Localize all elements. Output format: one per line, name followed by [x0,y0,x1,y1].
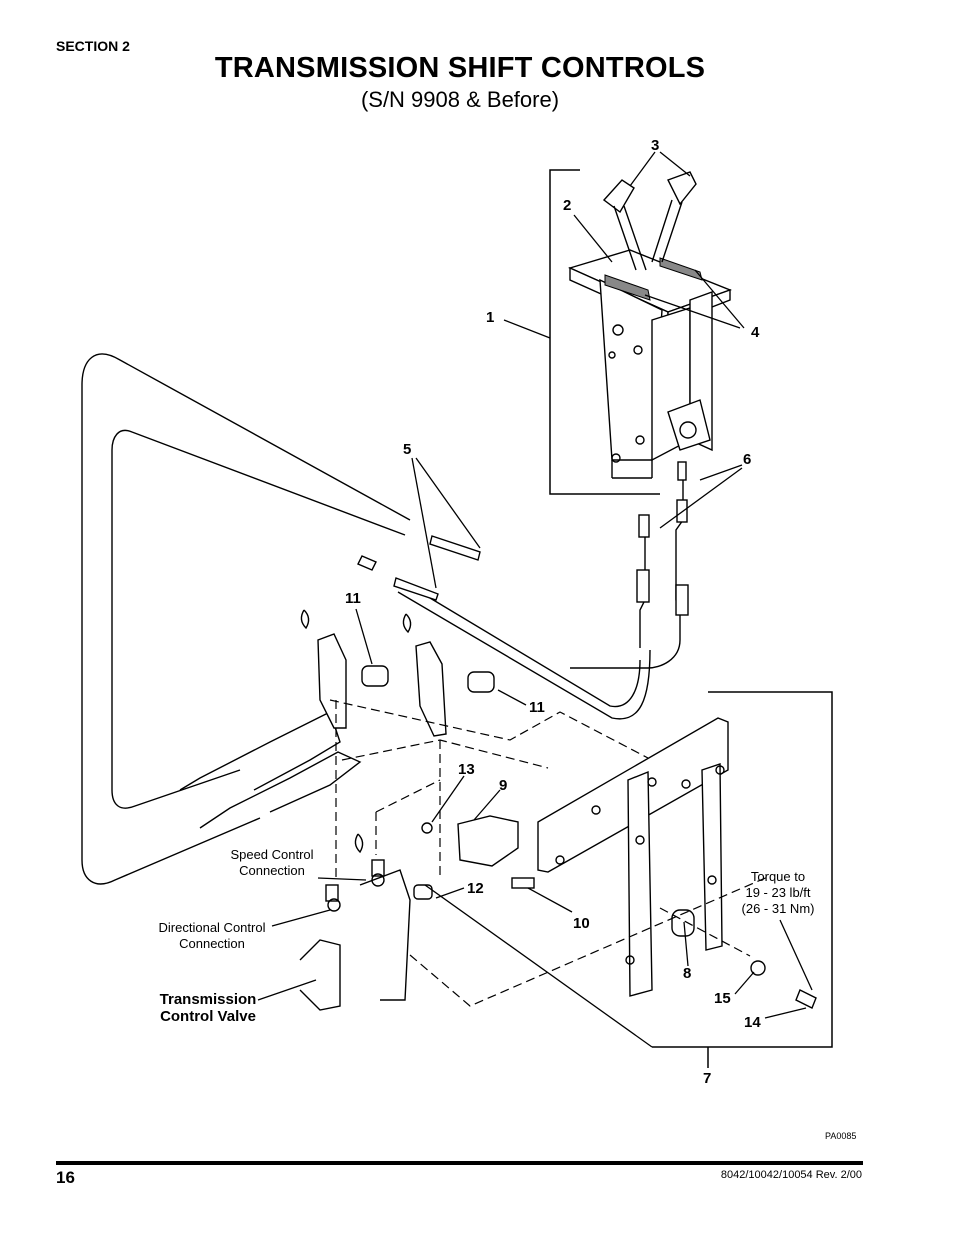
shift-tower [567,171,732,479]
torque-line-1: Torque to [750,869,806,884]
callout-8: 8 [683,965,692,982]
callout-10: 10 [573,915,590,932]
callout-11b: 11 [529,699,545,716]
control-cables [570,461,689,669]
callout-14: 14 [744,1014,761,1031]
torque-line-2: 19 - 23 lb/ft [745,885,811,900]
callout-12: 12 [467,880,484,897]
callout-11a: 11 [345,590,361,607]
callout-5: 5 [403,441,412,458]
callout-7: 7 [703,1070,712,1087]
callout-13: 13 [458,761,475,778]
callout-15: 15 [714,990,731,1007]
assembly-bracket-1 [549,169,660,495]
callout-1: 1 [486,309,495,326]
cable-loops [81,353,651,885]
callout-3: 3 [651,137,660,154]
mounting-bracket [537,717,729,997]
footer-rule [56,1161,863,1165]
assembly-bracket-7 [652,691,833,1048]
torque-line-3: (26 - 31 Nm) [741,901,815,916]
transmission-valve-label: Transmission Control Valve [159,991,257,1025]
figure-id: PA0085 [825,1131,857,1141]
document-id: 8042/10042/10054 Rev. 2/00 [720,1169,862,1181]
transmission-valve [299,859,411,1011]
hardware-parts [413,815,817,1009]
callout-2: 2 [563,197,572,214]
section-label: SECTION 2 [56,38,130,54]
page-subtitle: (S/N 9908 & Before) [360,87,560,112]
bracket-parts [300,609,495,854]
alignment-lines [329,699,771,1007]
callout-9: 9 [499,777,508,794]
leader-lines [257,151,813,1048]
speed-control-label: Speed Control Connection [230,847,314,878]
page-number: 16 [56,1168,75,1187]
page-title: TRANSMISSION SHIFT CONTROLS [214,52,706,84]
directional-control-label: Directional Control Connection [158,920,266,951]
callout-4: 4 [751,324,760,341]
callout-6: 6 [743,451,752,468]
